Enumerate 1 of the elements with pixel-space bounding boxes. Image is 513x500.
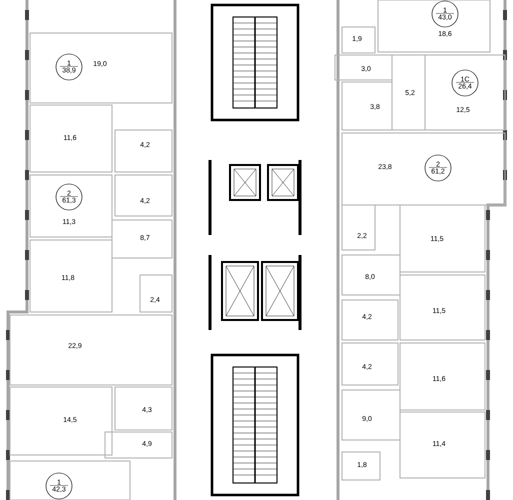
room (10, 460, 130, 500)
